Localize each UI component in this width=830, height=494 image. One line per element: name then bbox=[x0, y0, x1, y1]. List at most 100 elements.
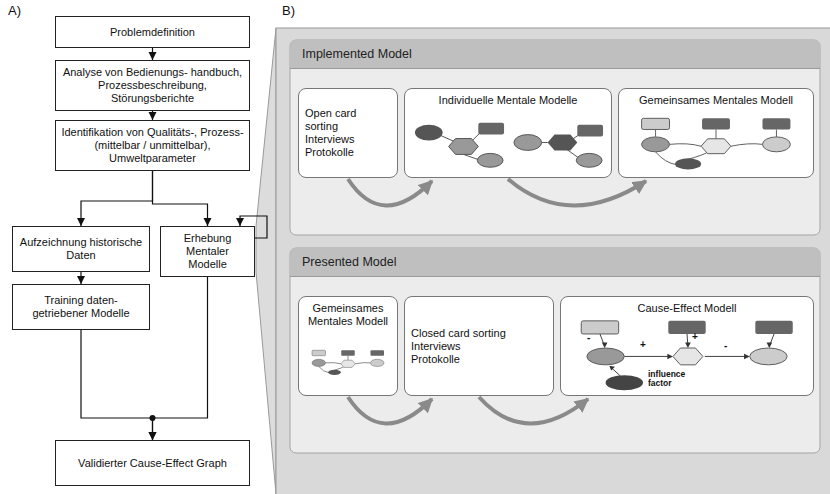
process-box: Problemdefinition bbox=[55, 16, 250, 48]
box-text: Aufzeichnung historische Daten bbox=[18, 236, 144, 262]
illustration-shape bbox=[763, 137, 791, 152]
illustration-shape bbox=[755, 321, 792, 334]
illustration-shape bbox=[371, 350, 385, 355]
illustration-shape bbox=[702, 118, 730, 129]
model-box: Individuelle Mentale Modelle bbox=[404, 88, 612, 178]
illustration-shape bbox=[673, 348, 703, 365]
method-box: Open card sortingInterviewsProtokolle bbox=[298, 88, 398, 178]
sign-label: - bbox=[587, 333, 595, 344]
model-band: Presented Model Gemeinsames Mentales Mod… bbox=[290, 248, 820, 453]
illustration-shape bbox=[312, 359, 326, 366]
illustration-shape bbox=[548, 135, 578, 151]
illustration-shape bbox=[319, 367, 329, 373]
illustration-shape bbox=[716, 129, 717, 138]
flow-arrow bbox=[80, 272, 81, 284]
band-fill bbox=[290, 40, 820, 235]
illustration-shape bbox=[335, 367, 345, 371]
illustration-shape bbox=[312, 350, 326, 355]
illustration-shape bbox=[576, 153, 602, 167]
curved-arrow bbox=[508, 179, 646, 206]
illustration-shape bbox=[319, 356, 371, 373]
illustration-shape bbox=[642, 137, 670, 152]
illustration-shape bbox=[415, 125, 443, 141]
illustration-shape bbox=[642, 118, 670, 129]
box-text: Open card sorting bbox=[305, 107, 391, 133]
curved-arrow bbox=[479, 397, 588, 424]
illustration-shape bbox=[341, 350, 355, 355]
illustration-shape bbox=[514, 135, 542, 151]
illustration-shape bbox=[610, 367, 620, 376]
box-text: Closed card sorting bbox=[411, 327, 547, 340]
process-box: Training daten- getriebener Modelle bbox=[12, 284, 150, 330]
illustration-shape bbox=[577, 125, 603, 137]
sign-label: + bbox=[692, 332, 700, 343]
process-box: Aufzeichnung historische Daten bbox=[12, 226, 150, 272]
illustration-shape bbox=[439, 133, 580, 161]
illustration-shape bbox=[602, 342, 772, 370]
panel-b bbox=[276, 28, 830, 494]
sign-label: + bbox=[640, 340, 648, 351]
model-band: Implemented ModelOpen card sortingInterv… bbox=[290, 40, 820, 235]
illustration-shape bbox=[478, 123, 504, 135]
illustration-shape bbox=[750, 348, 787, 365]
cause-effect-illustration bbox=[565, 319, 809, 392]
method-box: Closed card sortingInterviewsProtokolle bbox=[404, 296, 554, 396]
box-text: Cause-Effect Modell bbox=[567, 302, 807, 315]
process-box: Analyse von Bedienungs- handbuch, Prozes… bbox=[55, 60, 250, 111]
illustration-shape bbox=[355, 363, 370, 364]
model-box: Cause-Effect Modell bbox=[560, 296, 814, 396]
box-text: Interviews bbox=[305, 133, 391, 146]
illustration-shape bbox=[341, 360, 355, 367]
box-text: Erhebung Mentaler Modelle bbox=[166, 232, 249, 271]
box-text: Validierter Cause-Effect Graph bbox=[78, 457, 227, 470]
illustration-shape bbox=[602, 342, 608, 348]
box-text: Identifikation von Qualitäts-, Prozess- … bbox=[61, 126, 244, 165]
box-text: Protokolle bbox=[305, 146, 391, 159]
illustration-shape bbox=[705, 356, 748, 357]
illustration-shape bbox=[449, 139, 479, 155]
process-box: Erhebung Mentaler Modelle bbox=[160, 226, 255, 277]
box-text: Analyse von Bedienungs- handbuch, Prozes… bbox=[61, 66, 244, 105]
illustration-shape bbox=[685, 342, 691, 348]
illustration-shape bbox=[767, 342, 773, 348]
model-box: Gemeinsames Mentales Modell bbox=[618, 88, 814, 178]
illustration-shape bbox=[624, 356, 671, 357]
panel-letter: A) bbox=[8, 4, 38, 18]
illustration-shape bbox=[763, 118, 791, 129]
curved-arrow bbox=[348, 397, 432, 424]
mental-model-illustration bbox=[409, 111, 607, 174]
illustration-shape bbox=[776, 129, 777, 136]
zoom-wedge bbox=[256, 28, 276, 494]
illustration-shape bbox=[667, 354, 673, 360]
illustration-shape bbox=[477, 153, 503, 167]
illustration-shape bbox=[655, 129, 656, 136]
box-text: Gemeinsames Mentales Modell bbox=[305, 302, 391, 328]
shared-model-illustration bbox=[303, 332, 393, 392]
flow-arrow bbox=[152, 111, 153, 120]
illustration-shape bbox=[744, 354, 750, 360]
box-text: Gemeinsames Mentales Modell bbox=[625, 94, 807, 107]
illustration-shape bbox=[371, 359, 385, 366]
illustration-shape bbox=[656, 152, 677, 165]
curved-arrow bbox=[348, 179, 432, 206]
illustration-shape bbox=[326, 363, 341, 364]
illustration-shape bbox=[675, 158, 701, 169]
flow-arrow bbox=[152, 48, 153, 60]
sign-label: - bbox=[724, 341, 732, 352]
illustration-shape bbox=[688, 152, 708, 159]
flow-arrow bbox=[153, 171, 208, 226]
flow-arrow bbox=[81, 171, 153, 226]
band-heading: Implemented Model bbox=[290, 40, 820, 69]
illustration-shape bbox=[600, 334, 774, 376]
shared-model-illustration bbox=[623, 111, 809, 174]
illustration-shape bbox=[731, 144, 763, 146]
illustration-shape bbox=[348, 356, 349, 361]
box-text: Protokolle bbox=[411, 353, 547, 366]
illustration-shape bbox=[542, 142, 548, 143]
box-text: Problemdefinition bbox=[110, 26, 195, 39]
band-fill bbox=[290, 248, 820, 453]
influence-label: influence factor bbox=[648, 370, 694, 388]
box-text: Training daten- getriebener Modelle bbox=[18, 294, 144, 320]
illustration-shape bbox=[701, 139, 731, 154]
illustration-shape bbox=[328, 370, 341, 375]
